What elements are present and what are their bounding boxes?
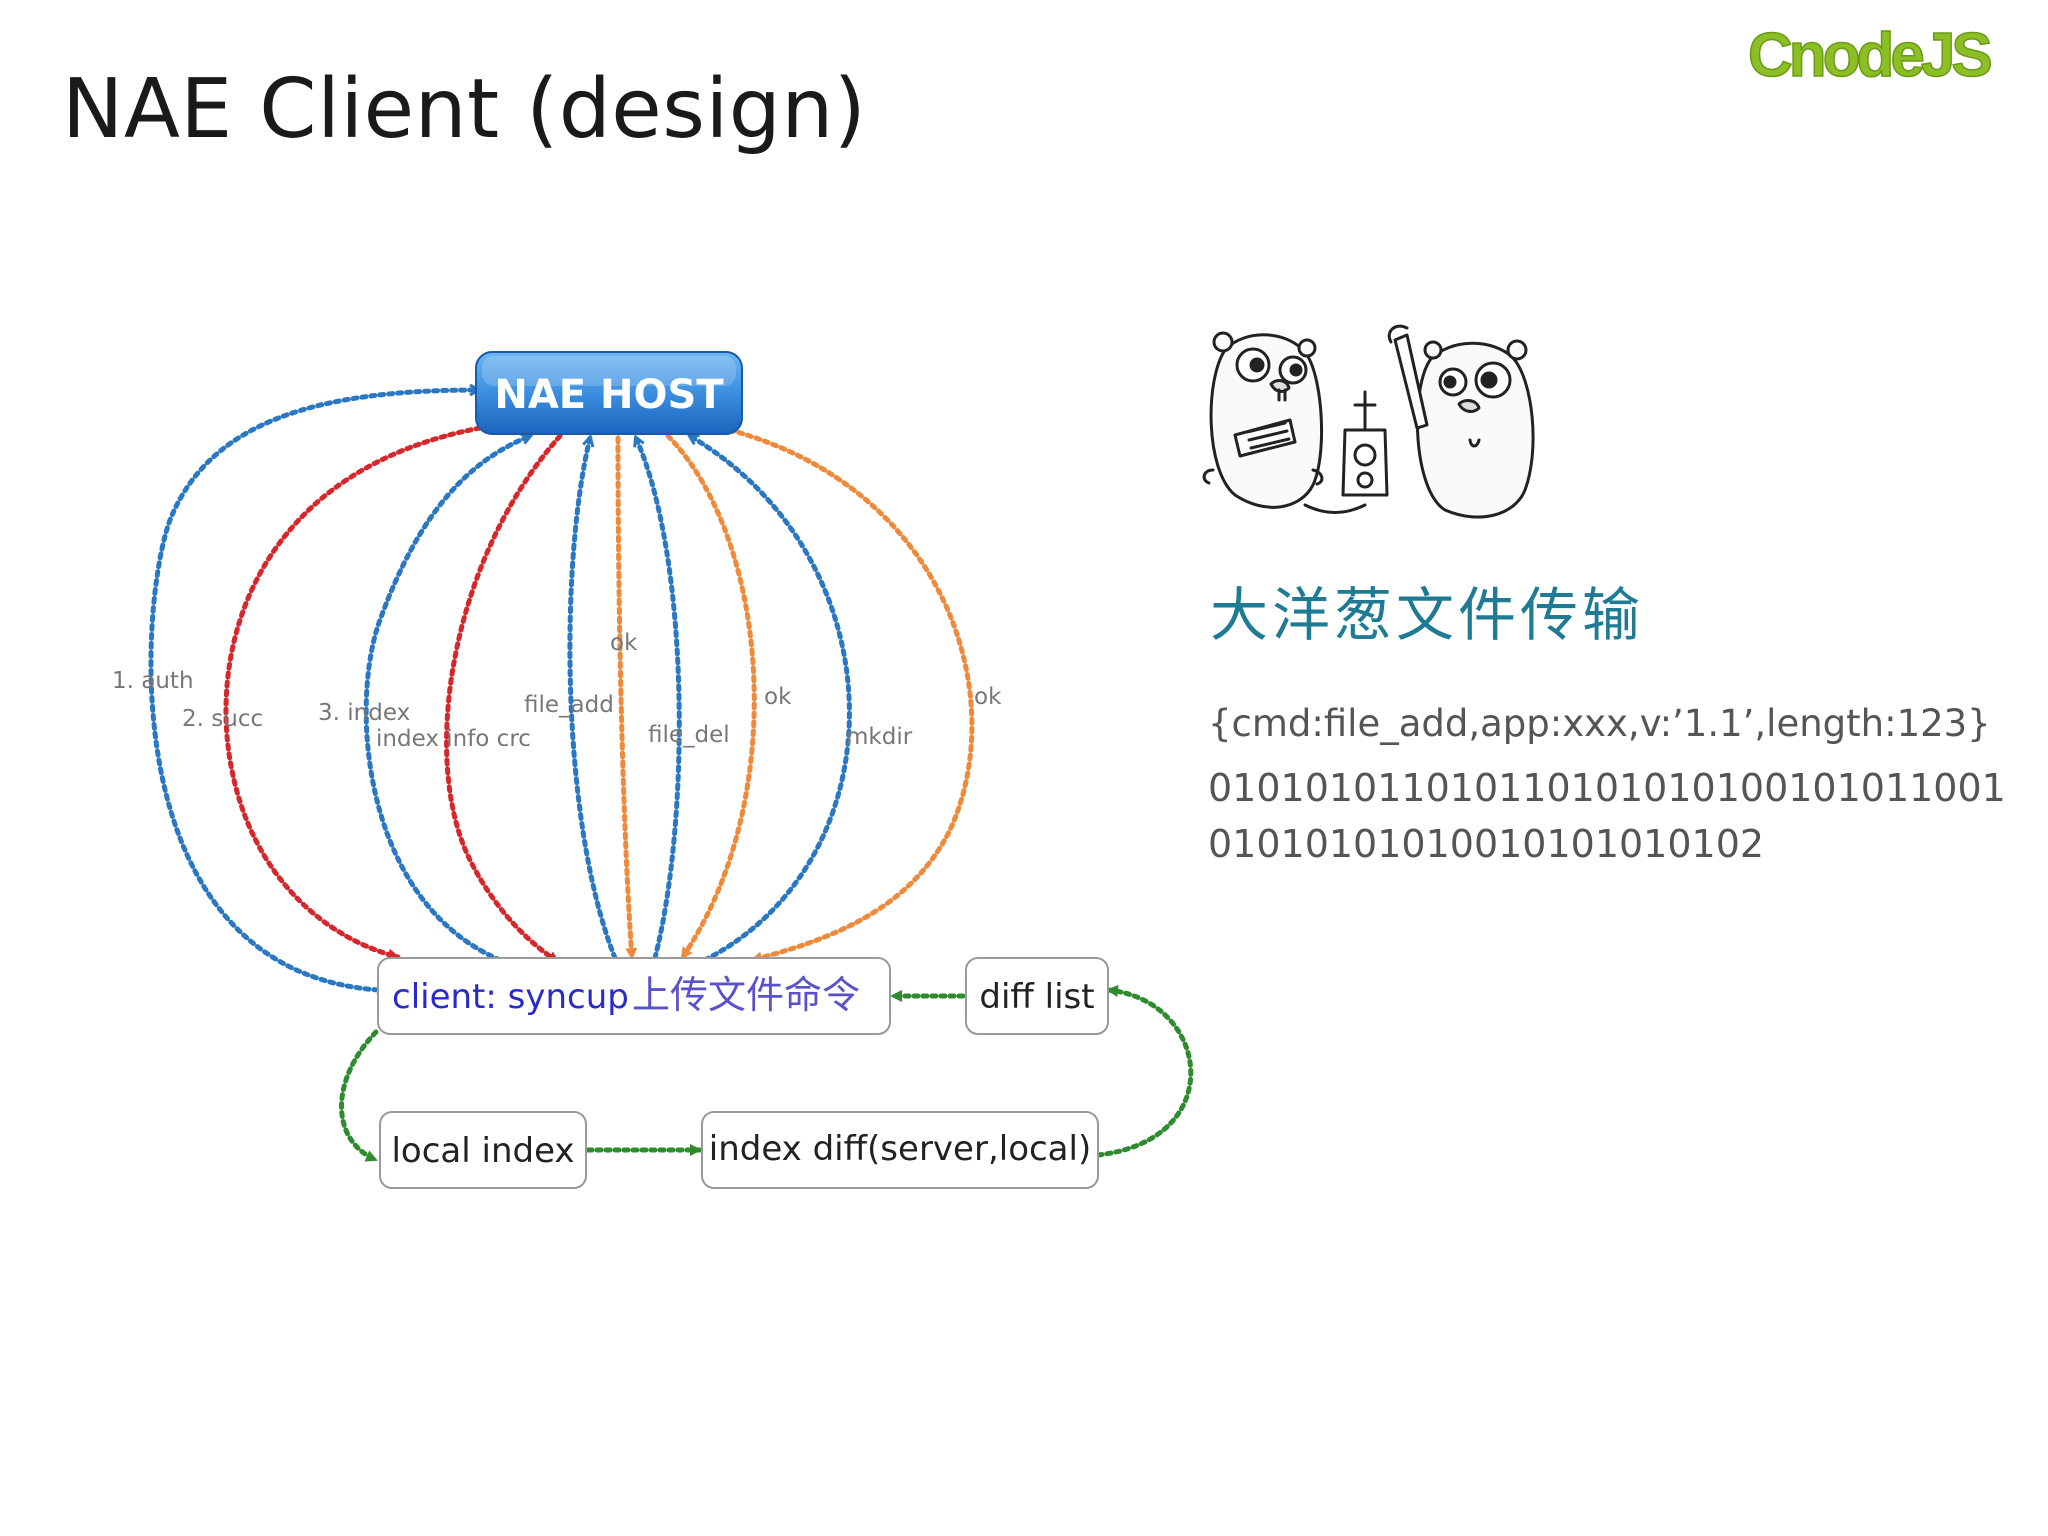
label-ok-2: ok [764,684,792,710]
diff-list-label: diff list [979,977,1094,1017]
edge-client-to-local-index [339,1029,379,1163]
logo-text: CnodeJS [1748,21,1990,90]
edge-ok-1 [615,435,638,961]
slide-title: NAE Client (design) [62,62,867,157]
label-ok-3: ok [974,684,1002,710]
label-file-del: file_del [648,722,730,748]
edge-index [363,436,530,963]
gopher-mascots-image [1202,324,1535,519]
cnodejs-logo: CnodeJS [1748,20,1995,90]
edge-index-diff-to-diff-list [1095,985,1194,1158]
edge-file-del [636,438,682,961]
diff-list-node: diff list [965,957,1109,1035]
nae-host-node: NAE HOST [475,351,743,435]
section-title: 大洋葱文件传输 [1210,581,1645,649]
binary-payload-line-2: 01010101010010101010102 [1208,822,1765,866]
label-mkdir: mkdir [846,724,913,750]
command-json-example: {cmd:file_add,app:xxx,v:’1.1’,length:123… [1208,702,1991,745]
binary-payload-line-1: 010101011010110101010100101011001 [1208,766,2006,810]
edge-file-add [567,438,618,961]
nae-host-label: NAE HOST [494,372,724,418]
index-diff-label: index diff(server,local) [709,1129,1091,1169]
label-index-info-crc: index info crc [376,726,531,752]
local-index-label: local index [391,1131,574,1171]
label-file-add: file_add [524,692,614,718]
edge-mkdir [690,433,852,963]
label-ok-1: ok [610,630,638,656]
local-index-node: local index [379,1111,587,1189]
label-auth: 1. auth [112,668,194,694]
edge-succ [223,425,483,961]
label-index: 3. index [318,700,410,726]
client-label: client: syncup [392,977,629,1017]
index-diff-node: index diff(server,local) [701,1111,1099,1189]
edge-ok-2 [665,433,757,961]
edge-auth [148,390,478,993]
label-succ: 2. succ [182,706,263,732]
client-syncup-node: client: syncup 上传文件命令 [377,957,891,1035]
edge-ok-3 [727,427,975,964]
edge-index-info-crc [444,433,563,965]
client-label-cn: 上传文件命令 [632,973,860,1017]
